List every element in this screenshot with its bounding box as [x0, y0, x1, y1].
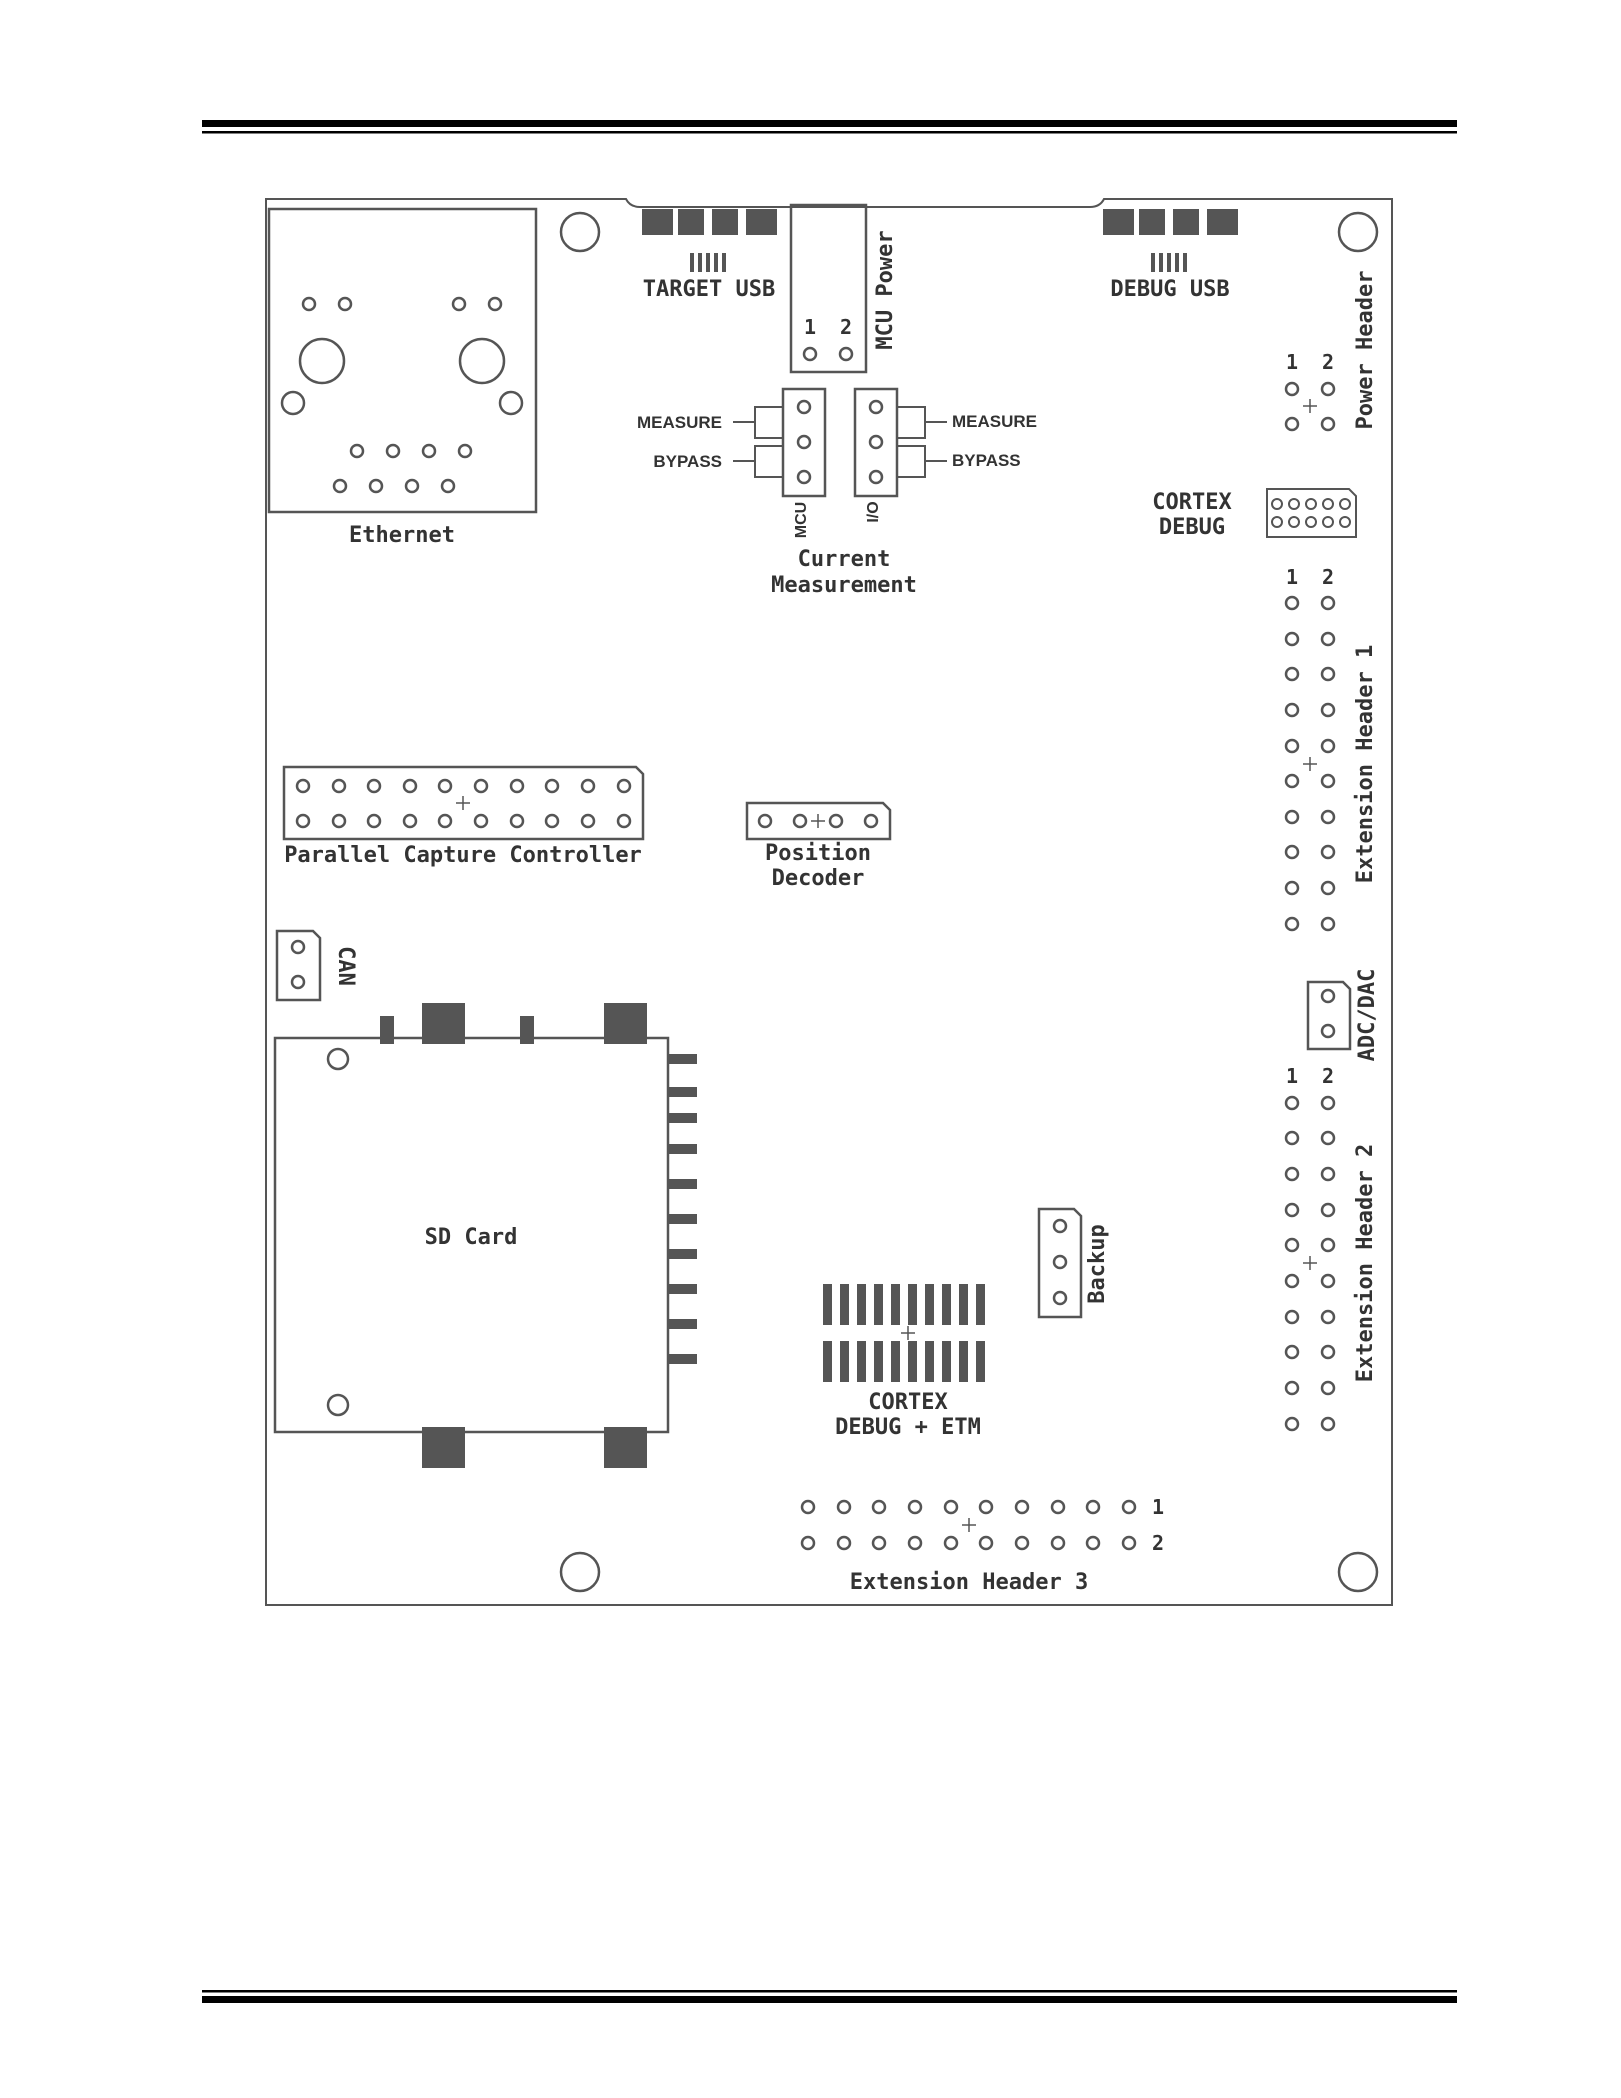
- debug-usb-label: DEBUG USB: [1110, 277, 1229, 302]
- ext-header-3-label: Extension Header 3: [850, 1570, 1088, 1595]
- cortex-debug-etm-label-line-2: DEBUG + ETM: [835, 1415, 981, 1440]
- can-connector: [277, 931, 320, 1000]
- cortex-debug-etm-label-line-1: CORTEX: [868, 1390, 947, 1415]
- io-measure-label: MEASURE: [952, 412, 1037, 431]
- mounting-hole: [1339, 1553, 1377, 1591]
- page-header-rule: [202, 120, 1457, 134]
- position-decoder-label-line-1: Position: [765, 841, 871, 866]
- ext-header-1-pin-2: 2: [1322, 565, 1334, 589]
- mcu-bypass-label: BYPASS: [653, 452, 722, 471]
- ext-header-2-center-mark: [1303, 1256, 1317, 1270]
- ext-header-2-pin-2: 2: [1322, 1064, 1334, 1088]
- adc-dac-connector: [1308, 982, 1350, 1049]
- mounting-hole: [1339, 213, 1377, 251]
- current-measurement-jumpers: [783, 389, 897, 496]
- ext-header-3-pin-2: 2: [1152, 1531, 1164, 1555]
- io-jumper-label: I/O: [865, 501, 882, 522]
- cortex-debug-label-line-2: DEBUG: [1159, 515, 1225, 540]
- backup-connector: [1039, 1209, 1081, 1317]
- position-decoder-label-line-2: Decoder: [772, 866, 865, 891]
- power-header-center-mark: [1303, 399, 1317, 413]
- debug-usb-connector: [1103, 209, 1238, 272]
- ext-header-3-center-mark: [962, 1518, 976, 1532]
- parallel-capture-label: Parallel Capture Controller: [284, 843, 642, 868]
- ext-header-3-pin-1: 1: [1152, 1495, 1164, 1519]
- mcu-power-jumper: [791, 205, 866, 372]
- page-footer-rule: [202, 1990, 1457, 2003]
- mounting-hole: [561, 213, 599, 251]
- backup-label: Backup: [1085, 1224, 1110, 1303]
- ext-header-2-pin-1: 1: [1286, 1064, 1298, 1088]
- adc-dac-label: ADC/DAC: [1355, 969, 1380, 1062]
- target-usb-connector: [642, 209, 777, 272]
- mcu-jumper-label: MCU: [793, 502, 810, 538]
- cortex-debug-etm-center-mark: [901, 1326, 915, 1340]
- board-outline: [266, 199, 1392, 1605]
- mounting-hole: [561, 1553, 599, 1591]
- ext-header-1-center-mark: [1303, 757, 1317, 771]
- can-label: CAN: [333, 946, 358, 986]
- current-measurement-label-line-2: Measurement: [771, 573, 917, 598]
- mcu-power-pin-1: 1: [804, 315, 816, 339]
- mcu-power-label: MCU Power: [873, 230, 898, 349]
- mcu-measure-label: MEASURE: [637, 413, 722, 432]
- sd-card-label: SD Card: [425, 1225, 518, 1250]
- power-header-pin-2: 2: [1322, 350, 1334, 374]
- power-header-pin-1: 1: [1286, 350, 1298, 374]
- parallel-capture-center-mark: [456, 796, 470, 810]
- current-measurement-label-line-1: Current: [798, 547, 891, 572]
- power-header-label: Power Header: [1353, 271, 1378, 430]
- ext-header-1-label: Extension Header 1: [1353, 645, 1378, 883]
- ext-header-1-pin-1: 1: [1286, 565, 1298, 589]
- ethernet-label: Ethernet: [349, 523, 455, 548]
- position-decoder-center-mark: [811, 814, 825, 828]
- cortex-debug-label-line-1: CORTEX: [1152, 490, 1231, 515]
- ext-header-2-label: Extension Header 2: [1353, 1144, 1378, 1382]
- current-measurement-brackets: [733, 407, 947, 477]
- ethernet-connector: [269, 209, 536, 512]
- mcu-power-pin-2: 2: [840, 315, 852, 339]
- io-bypass-label: BYPASS: [952, 451, 1021, 470]
- target-usb-label: TARGET USB: [643, 277, 775, 302]
- cortex-debug-connector: [1267, 489, 1356, 537]
